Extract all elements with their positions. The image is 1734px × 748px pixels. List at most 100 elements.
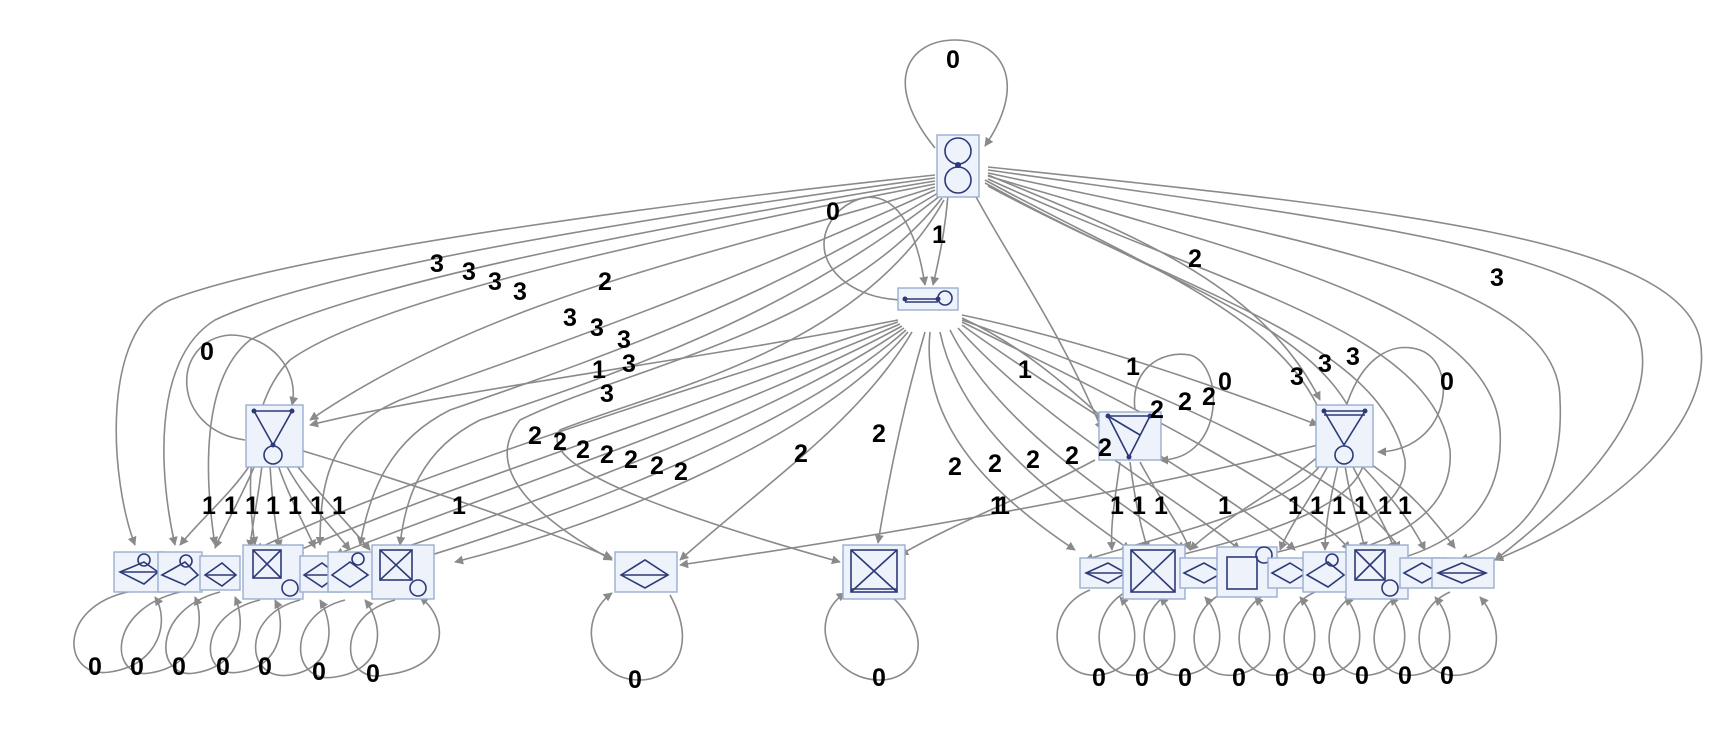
edge-label: 1 (245, 492, 259, 520)
edge-label: 3 (563, 304, 577, 332)
edge-label: 3 (513, 278, 527, 306)
edge-hub-fan-left-4 (374, 327, 905, 560)
edge-left-triangle-out-6 (285, 464, 351, 551)
edge-label: 2 (872, 420, 886, 448)
edge-label: 0 (826, 198, 840, 226)
edge-hub-to-mid-2 (874, 331, 926, 544)
nodes (113, 134, 1495, 600)
edge-label: 1 (1110, 492, 1124, 520)
edge-label: 2 (650, 452, 664, 480)
edge-left-triangle-out-2 (214, 464, 256, 549)
node-bottom-left-6 (327, 551, 374, 593)
edge-self-loop-r5 (1238, 591, 1316, 676)
edge-label: 2 (1098, 434, 1112, 462)
edge-self-loop-b7 (349, 596, 441, 677)
edge-hub-to-small-triangle (961, 317, 1106, 421)
node-bottom-right-9 (1431, 557, 1495, 589)
edge-hub-fan-right-1 (928, 331, 1076, 551)
edge-right-triangle-to-mid (679, 444, 1319, 569)
edge-label: 1 (1018, 356, 1032, 384)
edge-left-triangle-out-7 (293, 461, 371, 551)
node-bottom-left-1 (113, 551, 165, 593)
edge-hub-fan-right-2 (939, 331, 1131, 551)
edge-label: 0 (1440, 662, 1454, 690)
edge-root-to-left-6 (315, 189, 936, 546)
edge-label: 2 (1188, 245, 1202, 273)
edge-self-loop-r3 (1143, 589, 1221, 676)
edge-self-loop-r7 (1328, 591, 1406, 676)
edge-small-triangle-out-1 (1106, 461, 1121, 551)
edge-label: 1 (592, 356, 606, 384)
edge-root-to-mid-2 (556, 199, 945, 565)
edge-label: 0 (628, 666, 642, 694)
edge-label: 2 (553, 428, 567, 456)
edge-label: 0 (216, 653, 230, 681)
edge-hub-fan-left-2 (294, 323, 901, 553)
edge-self-loop-b3 (165, 591, 243, 675)
edge-root-to-right-9 (987, 169, 1644, 561)
edge-label: 3 (622, 350, 636, 378)
node-bottom-mid-diamond (614, 551, 678, 593)
edge-label: 1 (202, 492, 216, 520)
edge-root-to-right-2 (987, 174, 1321, 401)
edge-label: 0 (312, 658, 326, 686)
edge-left-triangle-to-mid (299, 449, 613, 560)
edge-small-triangle-out-2 (1129, 461, 1150, 551)
edge-label: 3 (600, 380, 614, 408)
edge-root-to-hub (930, 194, 949, 286)
edge-self-loop-mid1 (590, 592, 684, 681)
edge-label: 3 (590, 314, 604, 342)
edge-left-triangle-out-5 (277, 464, 316, 549)
edge-label: 0 (1232, 664, 1246, 692)
edge-hub-fan-left-5 (414, 329, 907, 562)
edge-self-loop-r4 (1193, 591, 1271, 676)
edge-self-loop-r9 (1418, 591, 1498, 676)
edge-hub-fan-right-7 (961, 319, 1401, 551)
edge-label: 1 (1378, 492, 1392, 520)
edge-label: 2 (1178, 388, 1192, 416)
edge-root-to-right-8 (987, 172, 1562, 562)
edge-label: 1 (1126, 353, 1140, 381)
edge-self-loop-b5 (254, 599, 330, 677)
edge-label: 1 (1354, 492, 1368, 520)
edge-label: 0 (1312, 662, 1326, 690)
edge-label: 1 (1154, 492, 1168, 520)
edge-root-to-left-5 (309, 186, 936, 421)
edge-hub-fan-left-6 (454, 331, 909, 565)
edge-hub-to-right-triangle (961, 314, 1319, 427)
edge-hub-fan-left-3 (334, 325, 903, 557)
edge-root-to-right-7 (987, 175, 1502, 563)
edge-labels: 0 3 3 3 3 2 0 1 2 3 3 3 3 1 3 3 0 1 1 0 … (88, 46, 1504, 694)
edge-label: 2 (948, 453, 962, 481)
edge-label: 1 (266, 492, 280, 520)
edge-label: 2 (576, 436, 590, 464)
edge-left-triangle-self-loop (186, 334, 299, 441)
edge-label: 1 (332, 492, 346, 520)
edge-label: 1 (310, 492, 324, 520)
edge-label: 0 (88, 653, 102, 681)
edge-self-loop-b6 (299, 599, 379, 679)
edge-self-loop-r1 (1056, 589, 1136, 676)
edges (73, 39, 1703, 681)
edge-right-triangle-out-7 (1361, 457, 1456, 549)
edge-label: 1 (452, 492, 466, 520)
edge-label: 2 (1202, 383, 1216, 411)
edge-hub-fan-right-3 (949, 329, 1186, 551)
node-figure-eight (936, 134, 980, 198)
edge-label: 0 (130, 653, 144, 681)
edge-label: 1 (224, 492, 238, 520)
node-bottom-left-7 (371, 544, 435, 600)
edge-root-to-mid-1 (506, 197, 943, 561)
edge-hub-self-loop (823, 196, 929, 301)
edge-hub-to-left-triangle (309, 319, 899, 428)
edge-root-to-right-4 (984, 182, 1366, 563)
node-bottom-left-4 (242, 544, 304, 600)
edge-label: 1 (1132, 492, 1146, 520)
node-triangle-with-loop-right (1315, 404, 1374, 468)
edge-label: 2 (600, 441, 614, 469)
edge-label: 0 (1398, 662, 1412, 690)
edge-label: 1 (1218, 492, 1232, 520)
edge-root-self-loop (904, 39, 1009, 149)
edge-root-to-left-2 (163, 177, 936, 546)
